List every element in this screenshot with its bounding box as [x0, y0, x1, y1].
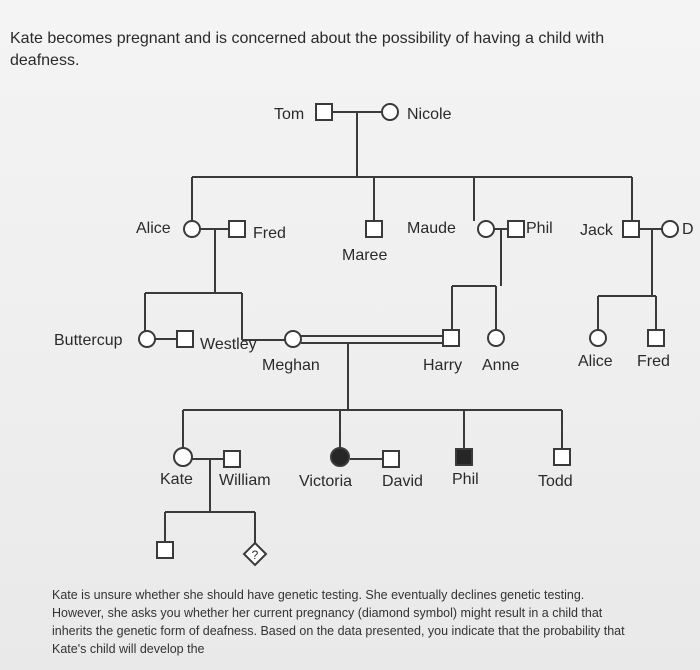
label-maree: Maree — [342, 247, 387, 264]
label-alice: Alice — [136, 220, 171, 237]
label-anne: Anne — [482, 357, 519, 374]
male-symbol-fred-gen3 — [647, 329, 665, 347]
label-phil: Phil — [526, 220, 553, 237]
label-westley: Westley — [200, 336, 257, 353]
female-symbol-buttercup — [138, 330, 156, 348]
conclusion-text: Kate is unsure whether she should have g… — [52, 588, 625, 656]
male-symbol-phil — [507, 220, 525, 238]
label-william: William — [219, 472, 271, 489]
diamond-symbol-pregnancy — [242, 541, 268, 567]
female-symbol-cut-partner — [661, 220, 679, 238]
male-symbol-child — [156, 541, 174, 559]
label-meghan: Meghan — [262, 357, 320, 374]
female-symbol-alice-gen3 — [589, 329, 607, 347]
label-fred: Fred — [253, 225, 286, 242]
male-symbol-todd — [553, 448, 571, 466]
label-cut-partner: D — [682, 221, 694, 238]
female-symbol-maude — [477, 220, 495, 238]
male-symbol-tom — [315, 103, 333, 121]
female-symbol-anne — [487, 329, 505, 347]
label-todd: Todd — [538, 473, 573, 490]
female-symbol-meghan — [284, 330, 302, 348]
male-symbol-david — [382, 450, 400, 468]
label-tom: Tom — [274, 106, 304, 123]
label-david: David — [382, 473, 423, 490]
label-victoria: Victoria — [299, 473, 352, 490]
label-kate: Kate — [160, 471, 193, 488]
label-phil-gen4: Phil — [452, 471, 479, 488]
male-symbol-fred — [228, 220, 246, 238]
label-fred-gen3: Fred — [637, 353, 670, 370]
label-buttercup: Buttercup — [54, 332, 123, 349]
label-maude: Maude — [407, 220, 456, 237]
label-nicole: Nicole — [407, 106, 452, 123]
label-jack: Jack — [580, 222, 614, 239]
male-symbol-jack — [622, 220, 640, 238]
female-symbol-kate — [173, 447, 193, 467]
label-harry: Harry — [423, 357, 462, 374]
female-symbol-victoria-affected — [330, 447, 350, 467]
male-symbol-westley — [176, 330, 194, 348]
male-symbol-maree — [365, 220, 383, 238]
label-alice-gen3: Alice — [578, 353, 613, 370]
male-symbol-william — [223, 450, 241, 468]
male-symbol-harry — [442, 329, 460, 347]
intro-text: Kate becomes pregnant and is concerned a… — [10, 30, 605, 69]
question-mark: ? — [252, 548, 259, 562]
male-symbol-phil-affected — [455, 448, 473, 466]
female-symbol-alice — [183, 220, 201, 238]
female-symbol-nicole — [381, 103, 399, 121]
